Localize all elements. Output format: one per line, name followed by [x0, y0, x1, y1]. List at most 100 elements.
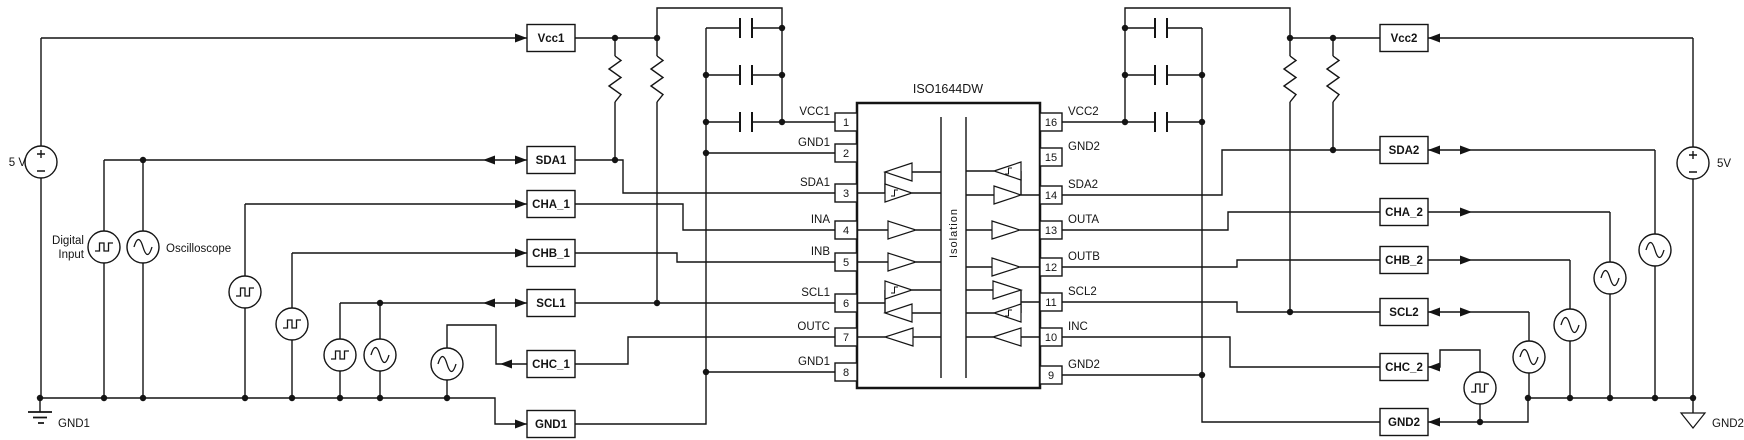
pin-number: 10 [1045, 332, 1057, 344]
buffer-triangle-right-icon [991, 220, 1022, 240]
capacitor [1154, 18, 1168, 38]
schmitt-buffer-triangle-right-icon [884, 280, 914, 300]
junction-dot [611, 156, 619, 164]
junction-dot [1286, 34, 1294, 42]
testpoint-box-cha1 [526, 189, 576, 219]
pin-box [1039, 147, 1063, 167]
pin-label: OUTC [797, 321, 830, 333]
pin-label: SCL2 [1068, 286, 1097, 298]
digital-input-source [87, 230, 121, 264]
square-wave-source-scl1 [323, 338, 357, 372]
pin-box [834, 183, 858, 203]
junction-dot [1329, 146, 1337, 154]
sine-probe-scl2 [1512, 340, 1546, 374]
resistor-pullup-sda2 [1326, 55, 1340, 103]
junction-dot [336, 394, 344, 402]
testpoint-label: GND1 [535, 419, 568, 431]
pin-number: 4 [843, 225, 849, 237]
pin-label: GND2 [1068, 359, 1100, 371]
wire [857, 170, 1040, 338]
junction-dot [611, 34, 619, 42]
capacitor [739, 18, 753, 38]
capacitor [739, 65, 753, 85]
junction-dot [778, 24, 786, 32]
voltage-source-circle [1676, 146, 1710, 180]
junction-dot [443, 394, 451, 402]
supply-source-left: 5 V [9, 145, 58, 179]
junction-dot [241, 394, 249, 402]
wire [39, 7, 835, 425]
testpoint-box-scl1 [526, 288, 576, 318]
junction-dot [702, 71, 710, 79]
testpoint-box-chc2 [1379, 352, 1429, 382]
pin-box [834, 252, 858, 272]
buffer-triangle-right-icon [887, 220, 918, 240]
sine-probe-chb2 [1553, 308, 1587, 342]
pin-number: 9 [1048, 370, 1054, 382]
junction-dot [1121, 71, 1129, 79]
buffer-triangle-left-icon [883, 162, 913, 182]
arrow-right-icon [1460, 145, 1472, 155]
arrow-left-icon [483, 155, 495, 165]
oscilloscope-probe-source [126, 230, 160, 264]
pin-box [834, 362, 858, 382]
arrow-right-icon [515, 155, 527, 165]
pin-number: 3 [843, 188, 849, 200]
pin-label: SDA2 [1068, 179, 1098, 191]
sine-probe-scl1 [363, 338, 397, 372]
testpoint-box-chb2 [1379, 245, 1429, 275]
pin-label: GND1 [798, 356, 830, 368]
junction-dot [702, 118, 710, 126]
arrow-right-icon [1460, 255, 1472, 265]
ground-label-left: GND1 [58, 418, 90, 430]
buffer-triangle-left-icon [883, 303, 913, 323]
pin-box [1039, 220, 1063, 240]
plus-minus-marks [1689, 151, 1697, 173]
testpoint-label: SCL1 [536, 298, 566, 310]
testpoint-label: Vcc2 [1391, 33, 1418, 45]
schmitt-buffer-triangle-left-icon [992, 161, 1022, 181]
buffer-triangle-right-icon [887, 252, 918, 272]
junction-dot [376, 394, 384, 402]
pin-number: 16 [1045, 117, 1057, 129]
testpoint-label: CHC_2 [1385, 362, 1423, 374]
junction-dot [1329, 34, 1337, 42]
testpoint-label: CHA_2 [1385, 207, 1423, 219]
pin-number: 8 [843, 367, 849, 379]
junction-dot [1121, 24, 1129, 32]
junction-dot [1689, 394, 1697, 402]
right-testpoint-boxes: Vcc2 SDA2 CHA_2 CHB_2 SCL2 CHC_2 GND2 [1379, 23, 1429, 437]
square-wave-source-cha1 [228, 275, 262, 309]
arrow-left-icon [500, 359, 512, 369]
arrow-right-icon [1460, 207, 1472, 217]
square-wave-source-chc2 [1463, 371, 1497, 405]
junction-dot [702, 149, 710, 157]
arrow-right-icon [515, 248, 527, 258]
pin-label: VCC1 [799, 106, 830, 118]
testpoint-label: SDA1 [536, 155, 567, 167]
junction-dot [1524, 394, 1532, 402]
testpoint-label: Vcc1 [538, 33, 565, 45]
pin-number: 5 [843, 257, 849, 269]
isolation-barrier [940, 117, 967, 378]
testpoint-label: CHA_1 [532, 199, 570, 211]
buffer-triangle-left-icon [883, 327, 914, 347]
pin-label: GND2 [1068, 141, 1100, 153]
pin-label: VCC2 [1068, 106, 1099, 118]
testpoint-label: CHC_1 [532, 359, 570, 371]
pin-box [834, 220, 858, 240]
junction-dot [139, 156, 147, 164]
pin-box [1039, 257, 1063, 277]
testpoint-box-gnd2 [1379, 407, 1429, 437]
junction-dot [100, 394, 108, 402]
arrow-left-icon [1428, 33, 1440, 43]
capacitor [1154, 65, 1168, 85]
ground-bars [28, 411, 52, 424]
earth-ground-symbol-left [28, 411, 52, 424]
pin-number: 7 [843, 332, 849, 344]
ic-right-pins: 16 VCC2 15 GND2 14 SDA2 13 OUTA 12 OUTB … [1039, 106, 1100, 385]
junction-dot [778, 71, 786, 79]
junction-dot [36, 394, 44, 402]
arrow-right-icon [515, 419, 527, 429]
pin-label: GND1 [798, 137, 830, 149]
